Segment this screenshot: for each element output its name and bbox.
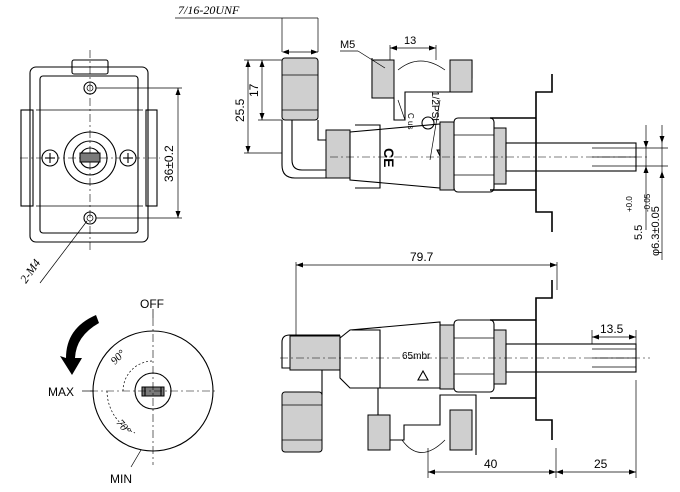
label-max: MAX <box>48 385 74 399</box>
dim-25: 25 <box>594 457 608 471</box>
label-off: OFF <box>140 297 164 311</box>
dim-40: 40 <box>484 457 498 471</box>
left-screw-icon <box>41 149 59 167</box>
dim-6-3: φ6.3±0.05 <box>650 206 662 256</box>
side-view-top <box>175 17 668 260</box>
dim-5-5-tol-up: +0.0 <box>625 196 634 212</box>
front-view <box>20 50 182 284</box>
label-mbr: 65mbr <box>402 351 431 362</box>
label-angle-90: 90° <box>109 347 129 367</box>
dim-2-m4: 2-M4 <box>17 256 43 285</box>
rotation-arrow-icon <box>60 315 99 375</box>
label-psi: 1/2PSI <box>429 91 440 121</box>
dim-thread: 7/16-20UNF <box>178 3 240 17</box>
dim-5-5-tol-dn: -0.05 <box>643 193 652 212</box>
side-view-bottom <box>280 262 650 478</box>
dim-13: 13 <box>404 35 416 47</box>
dim-79-7: 79.7 <box>410 250 434 264</box>
dim-36: 36±0.2 <box>162 145 176 182</box>
label-cus: C us <box>406 113 415 129</box>
right-screw-icon <box>119 149 137 167</box>
dim-13-5: 13.5 <box>600 322 624 336</box>
label-min: MIN <box>110 472 132 486</box>
label-ce: CE <box>381 148 397 167</box>
knob-diagram <box>60 309 216 468</box>
dim-25-5: 25.5 <box>233 98 247 122</box>
dim-m5: M5 <box>340 39 355 51</box>
dim-17: 17 <box>247 83 261 97</box>
label-angle-70: 70° <box>114 417 133 437</box>
ul-mark-icon <box>421 116 435 130</box>
dim-5-5: 5.5 <box>633 225 645 240</box>
